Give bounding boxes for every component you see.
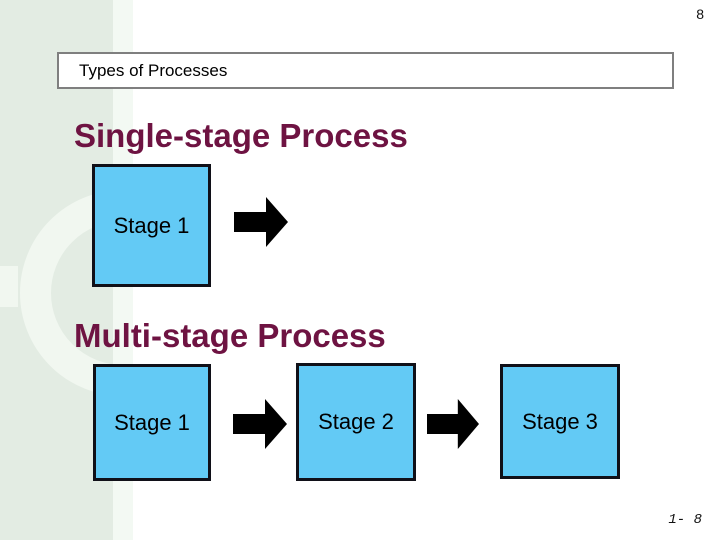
- slide-title: Types of Processes: [79, 60, 228, 80]
- stage-label: Stage 1: [113, 212, 190, 238]
- footer-page-number: 1- 8: [668, 512, 702, 528]
- stage-label: Stage 1: [114, 409, 190, 435]
- single-stage-box-1: Stage 1: [92, 164, 211, 287]
- arrow-right-icon: [427, 399, 479, 449]
- stage-label: Stage 2: [318, 409, 394, 434]
- multi-stage-box-2: Stage 2: [296, 363, 416, 481]
- bar-decoration: [0, 266, 18, 307]
- multi-stage-heading: Multi-stage Process: [74, 317, 386, 354]
- arrow-right-icon: [233, 399, 287, 449]
- slide-title-box: Types of Processes: [57, 52, 674, 89]
- multi-stage-box-1: Stage 1: [93, 364, 211, 481]
- slide-number: 8: [696, 6, 704, 22]
- arrow-right-icon: [234, 197, 288, 247]
- multi-stage-box-3: Stage 3: [500, 364, 620, 479]
- single-stage-heading: Single-stage Process: [74, 117, 408, 154]
- stage-label: Stage 3: [522, 408, 598, 434]
